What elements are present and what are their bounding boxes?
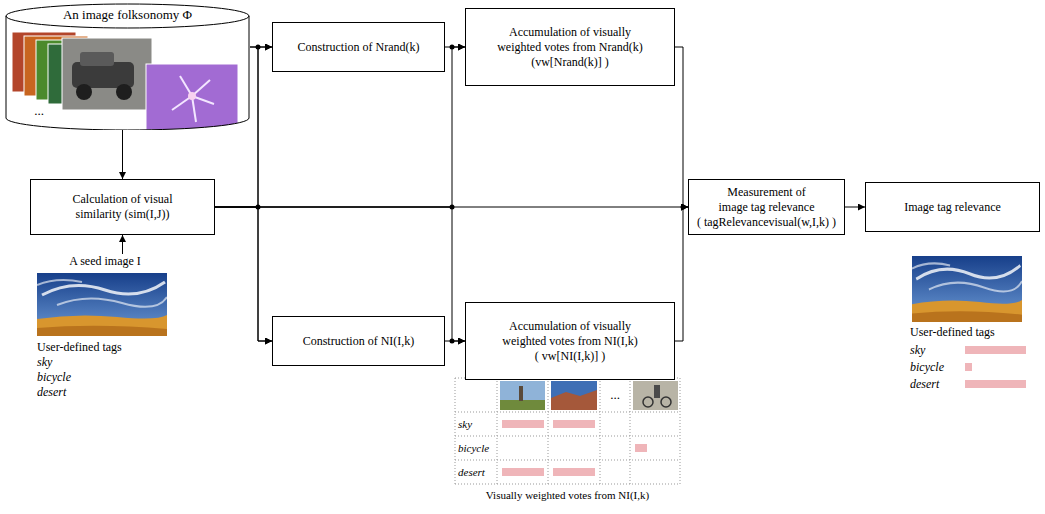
tags-heading: User-defined tags <box>910 323 1030 341</box>
node-text: Accumulation of visually weighted votes … <box>493 25 648 55</box>
node-text: (vw[Nrand(k)] ) <box>531 55 609 70</box>
node-text: sky <box>30 355 180 370</box>
flow-arrow <box>845 207 865 208</box>
process-box: Accumulation of visually weighted votes … <box>465 302 675 380</box>
process-box: Calculation of visual similarity (sim(I,… <box>30 179 215 235</box>
node-text: Construction of NI(I,k) <box>303 334 415 349</box>
seed-image: A seed image I User-defined tagsskybicycl… <box>30 254 180 400</box>
node-text: ( vw[NI(I,k)] ) <box>535 349 605 364</box>
output-box: Image tag relevance <box>865 182 1040 232</box>
node-text: A seed image I <box>30 254 180 269</box>
flow-arrow <box>215 47 272 207</box>
seed-photo <box>37 273 167 336</box>
flow-arrow <box>675 47 688 207</box>
image-stack <box>12 32 238 130</box>
cylinder-body <box>6 16 249 130</box>
neighbour-thumbnails <box>500 381 678 410</box>
vote-bars <box>502 420 647 476</box>
cylinder-fill <box>5 4 250 130</box>
tag-label: sky <box>458 415 498 433</box>
process-box: Measurement of image tag relevance( tagR… <box>688 179 845 235</box>
tag-label: sky <box>910 341 960 359</box>
node-text: An image folksonomy Φ <box>5 7 250 22</box>
ellipsis: ... <box>600 386 630 404</box>
flow-arrow <box>215 207 688 208</box>
ellipsis: ... <box>22 102 56 120</box>
process-box: Accumulation of visually weighted votes … <box>465 8 675 86</box>
relevance-bars <box>965 346 1026 388</box>
node-text: Calculation of visual similarity (sim(I,… <box>58 192 188 222</box>
process-box: Construction of Nrand(k) <box>272 22 445 72</box>
flow-arrow <box>215 207 272 341</box>
node-text: User-defined tags <box>30 340 180 355</box>
tag-label: desert <box>458 463 498 481</box>
node-text: Accumulation of visually weighted votes … <box>493 319 648 349</box>
node-text: desert <box>30 385 180 400</box>
node-text: Image tag relevance <box>904 200 1001 215</box>
flow-arrow <box>675 207 688 341</box>
node-text: ( tagRelevancevisual(w,I,k) ) <box>697 215 836 230</box>
node-text: bicycle <box>30 370 180 385</box>
table-caption: Visually weighted votes from NI(I,k) <box>440 486 695 504</box>
node-text: Measurement of image tag relevance <box>716 185 818 215</box>
process-box: Construction of NI(I,k) <box>272 316 445 366</box>
junction-dots <box>256 45 686 344</box>
tag-label: desert <box>910 375 960 393</box>
flow-arrow <box>250 47 272 341</box>
tag-label: bicycle <box>910 358 960 376</box>
flow-arrow <box>122 235 123 254</box>
tag-label: bicycle <box>458 439 498 457</box>
cylinder-top <box>6 4 249 28</box>
vote-table-grid <box>455 378 680 484</box>
result-photo <box>912 256 1022 322</box>
flow-arrow <box>122 130 123 179</box>
node-text: Construction of Nrand(k) <box>298 40 420 55</box>
